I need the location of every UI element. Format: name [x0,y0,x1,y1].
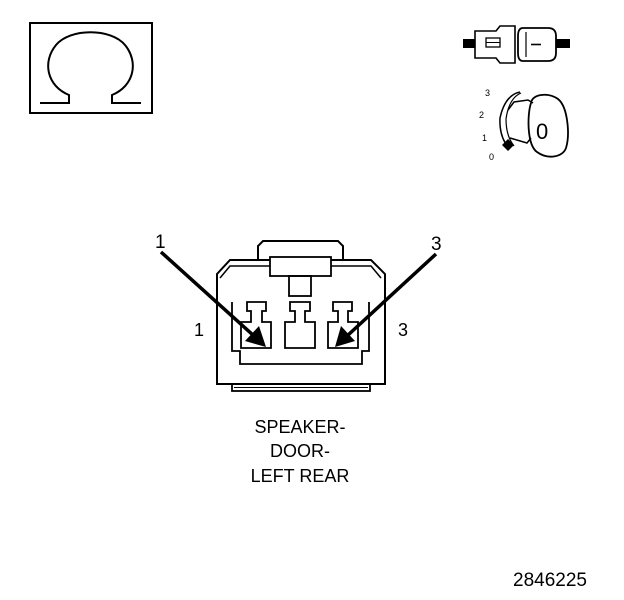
pin-1-arrow [159,250,266,347]
side-label-pin-1: 1 [194,320,204,340]
terminal-cavity-1 [240,301,272,349]
caption-line-3: LEFT REAR [251,466,350,486]
ignition-key-label: 0 [536,119,548,144]
arrow-label-pin-3: 3 [431,234,442,255]
ignition-position-0: 0 [489,152,494,162]
terminal-cavity-2 [284,301,316,349]
ignition-position-1: 1 [482,133,487,143]
disconnected-connector-icon [463,25,570,64]
caption-line-1: SPEAKER- [254,417,345,437]
side-label-pin-3: 3 [398,320,408,340]
arrow-label-pin-1: 1 [155,232,166,253]
connector-body [216,240,386,392]
ohm-symbol-box [29,22,153,114]
figure-id: 2846225 [513,570,587,591]
omega-icon [40,31,141,104]
ignition-position-3: 3 [485,88,490,98]
caption-line-2: DOOR- [270,441,330,461]
pin-3-arrow [335,252,438,347]
ignition-position-2: 2 [479,110,484,120]
terminal-cavity-3 [327,301,359,349]
ignition-key-icon: 3 2 1 0 0 [479,88,569,162]
